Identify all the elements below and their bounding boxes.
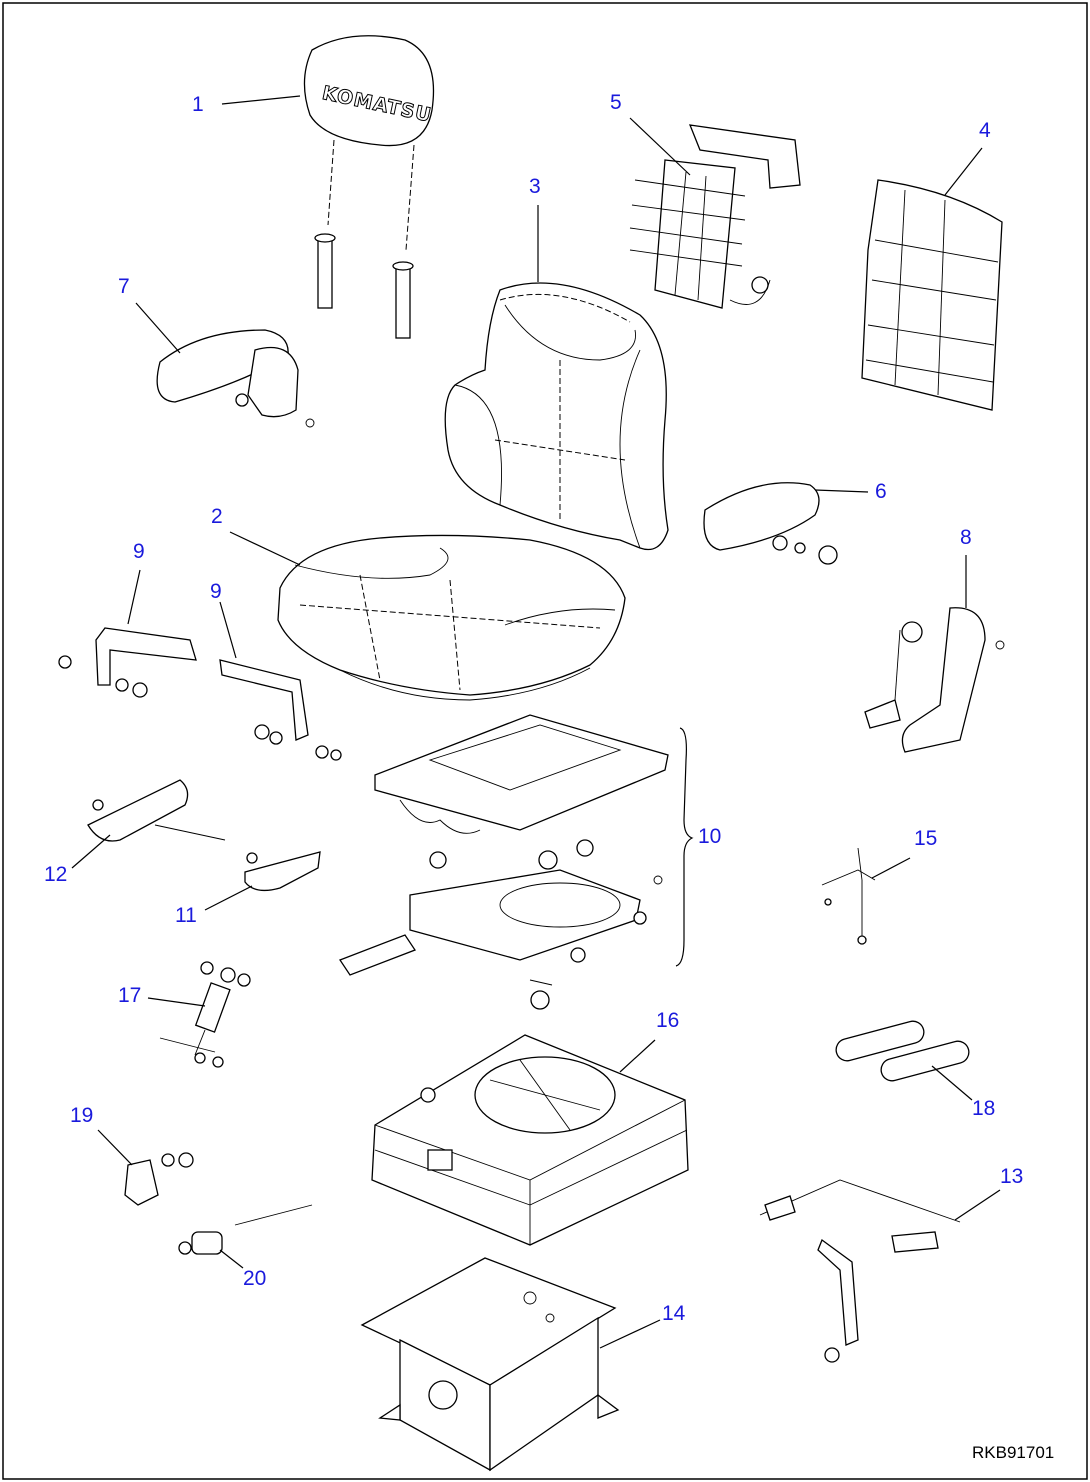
part-springs — [835, 1020, 970, 1082]
part-back-panel — [861, 179, 1003, 411]
callout-11: 11 — [175, 904, 197, 927]
part-shock-absorber — [159, 961, 251, 1068]
callout-9b: 9 — [210, 580, 222, 603]
part-armrest-left — [156, 329, 315, 428]
callout-6: 6 — [875, 480, 887, 503]
part-backrest-frame — [629, 124, 801, 309]
callout-13: 13 — [1000, 1165, 1023, 1188]
part-bracket-left — [58, 627, 197, 698]
callout-20: 20 — [243, 1267, 266, 1290]
callout-17: 17 — [118, 984, 141, 1007]
callout-9a: 9 — [133, 540, 145, 563]
part-lever-12 — [87, 779, 226, 842]
part-seat-cushion — [277, 534, 626, 701]
part-suspension-base — [371, 979, 689, 1246]
part-armrest-right — [703, 482, 838, 565]
callout-1: 1 — [192, 93, 204, 116]
callout-15: 15 — [914, 827, 937, 850]
callout-10: 10 — [698, 825, 721, 848]
callout-labels: 1 2 3 4 5 6 7 8 9 9 10 11 12 13 14 15 16… — [44, 91, 1023, 1325]
part-seat-stand — [360, 1257, 620, 1472]
drawing-reference-code: RKB91701 — [972, 1443, 1054, 1462]
callout-12: 12 — [44, 863, 67, 886]
callout-14: 14 — [662, 1302, 686, 1325]
callout-19: 19 — [70, 1104, 93, 1127]
part-backrest-cushion — [444, 282, 669, 551]
leader-lines — [71, 95, 1001, 1349]
callout-7: 7 — [118, 275, 130, 298]
part-handle-19 — [124, 1152, 194, 1206]
callout-5: 5 — [610, 91, 622, 114]
part-knob-20 — [178, 1204, 313, 1255]
callout-8: 8 — [960, 526, 972, 549]
part-headrest: KOMATSU — [303, 35, 434, 339]
callout-18: 18 — [972, 1097, 995, 1120]
part-lever-11 — [244, 851, 321, 892]
callout-16: 16 — [656, 1009, 679, 1032]
callout-2: 2 — [211, 505, 223, 528]
part-recliner — [864, 607, 1005, 753]
part-slide-rail-assembly — [339, 714, 669, 976]
rail-brace — [675, 727, 694, 967]
callout-3: 3 — [529, 175, 541, 198]
callout-4: 4 — [979, 119, 991, 142]
part-bracket-right — [219, 659, 342, 761]
part-wire-15 — [821, 847, 876, 945]
part-lever-rod-13 — [759, 1179, 961, 1363]
